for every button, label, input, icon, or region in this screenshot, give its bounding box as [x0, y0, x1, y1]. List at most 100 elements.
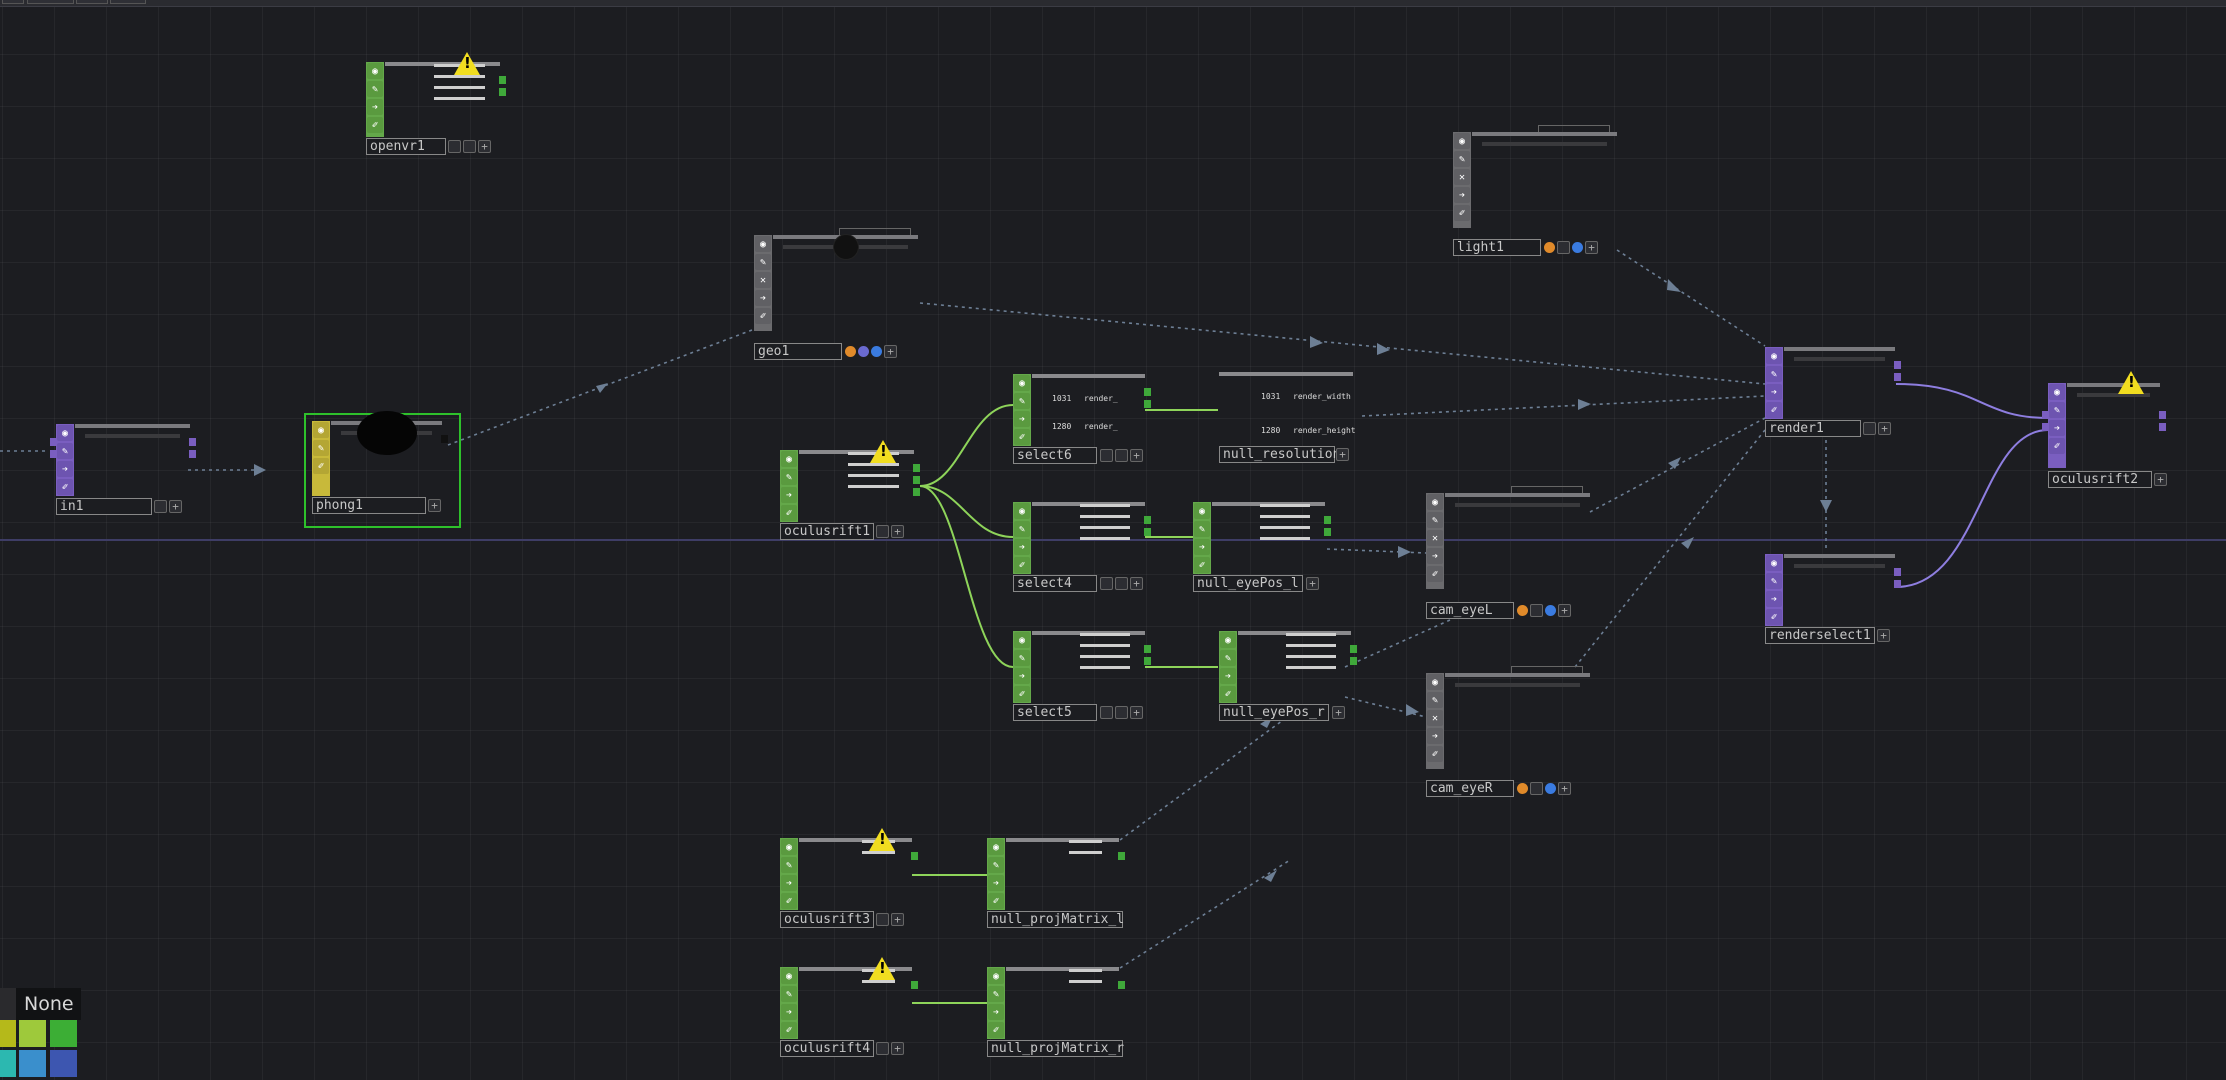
node-flags[interactable]: +	[154, 498, 182, 515]
pin-icon[interactable]: ✐	[1194, 557, 1210, 573]
arrow-icon[interactable]: ➔	[1454, 187, 1470, 203]
edit-icon[interactable]: ✎	[1220, 650, 1236, 666]
output-connectors[interactable]	[911, 852, 918, 860]
edit-icon[interactable]: ✎	[57, 443, 73, 459]
node-label[interactable]: cam_eyeL	[1426, 602, 1514, 619]
pin-icon[interactable]: ✐	[1014, 557, 1030, 573]
close-icon[interactable]: ✕	[1427, 530, 1443, 546]
arrow-icon[interactable]: ➔	[1427, 548, 1443, 564]
node-oculusrift2[interactable]: ◉ ✎ ➔ ✐ oculusrift2 + !	[2042, 371, 2167, 488]
viewer-toggle-icon[interactable]: ◉	[781, 968, 797, 984]
output-connectors[interactable]	[913, 464, 920, 496]
output-connectors[interactable]	[1350, 645, 1357, 665]
arrow-icon[interactable]: ➔	[755, 290, 771, 306]
output-connectors[interactable]	[2159, 411, 2166, 431]
arrow-icon[interactable]: ➔	[1014, 668, 1030, 684]
arrow-icon[interactable]: ➔	[57, 461, 73, 477]
close-icon[interactable]: ✕	[1427, 710, 1443, 726]
node-label[interactable]: select5	[1013, 704, 1097, 721]
arrow-icon[interactable]: ➔	[2049, 420, 2065, 436]
arrow-icon[interactable]: ➔	[781, 1004, 797, 1020]
viewer-toggle-icon[interactable]: ◉	[313, 422, 329, 438]
viewer-toggle-icon[interactable]: ◉	[988, 968, 1004, 984]
output-connectors[interactable]	[1144, 388, 1151, 408]
edit-icon[interactable]: ✎	[755, 254, 771, 270]
output-connectors[interactable]	[1118, 852, 1125, 860]
viewer-toggle-icon[interactable]: ◉	[1014, 632, 1030, 648]
node-cam_eyeL[interactable]: ◉ ✎ ✕ ➔ ✐ cam_eyeL +	[1426, 486, 1590, 619]
output-connectors[interactable]	[441, 435, 448, 443]
node-oculusrift3[interactable]: ◉ ✎ ➔ ✐ oculusrift3 + !	[780, 828, 918, 928]
edit-icon[interactable]: ✎	[781, 857, 797, 873]
tab-stub[interactable]	[76, 0, 108, 4]
edit-icon[interactable]: ✎	[1014, 393, 1030, 409]
input-connectors[interactable]	[2042, 411, 2049, 431]
warning-icon[interactable]	[870, 440, 896, 463]
pin-icon[interactable]: ✐	[781, 893, 797, 909]
node-null_resolution[interactable]: 1031 render_width 1280 render_height nul…	[1219, 372, 1356, 463]
tab-stub[interactable]	[27, 0, 74, 4]
pin-icon[interactable]: ✐	[1454, 205, 1470, 221]
node-null_projMatrix_l[interactable]: ◉ ✎ ➔ ✐ null_projMatrix_l	[987, 838, 1125, 928]
node-oculusrift4[interactable]: ◉ ✎ ➔ ✐ oculusrift4 + !	[780, 957, 918, 1057]
node-label[interactable]: light1	[1453, 239, 1541, 256]
close-icon[interactable]: ✕	[1454, 169, 1470, 185]
edit-icon[interactable]: ✎	[781, 469, 797, 485]
edit-icon[interactable]: ✎	[2049, 402, 2065, 418]
arrow-icon[interactable]: ➔	[988, 1004, 1004, 1020]
node-flags[interactable]: +	[448, 138, 491, 155]
node-flags[interactable]: +	[1332, 704, 1345, 721]
node-oculusrift1[interactable]: ◉ ✎ ➔ ✐ oculusrift1 + !	[780, 440, 920, 540]
input-connectors[interactable]	[50, 438, 57, 458]
output-connectors[interactable]	[1144, 516, 1151, 536]
output-connectors[interactable]	[1894, 361, 1901, 381]
edit-icon[interactable]: ✎	[313, 440, 329, 456]
viewer-toggle-icon[interactable]: ◉	[755, 236, 771, 252]
arrow-icon[interactable]: ➔	[1766, 591, 1782, 607]
color-palette[interactable]: None	[0, 988, 81, 1080]
viewer-toggle-icon[interactable]: ◉	[988, 839, 1004, 855]
node-label[interactable]: phong1	[312, 497, 426, 514]
node-flags[interactable]: +	[876, 523, 904, 540]
output-connectors[interactable]	[1118, 981, 1125, 989]
palette-swatch[interactable]	[50, 1020, 77, 1047]
node-label[interactable]: render1	[1765, 420, 1861, 437]
edit-icon[interactable]: ✎	[1014, 650, 1030, 666]
arrow-icon[interactable]: ➔	[1220, 668, 1236, 684]
output-connectors[interactable]	[1894, 568, 1901, 588]
node-select5[interactable]: ◉ ✎ ➔ ✐ select5 +	[1013, 631, 1151, 721]
node-null_eyePos_l[interactable]: ◉ ✎ ➔ ✐ null_eyePos_l +	[1193, 502, 1331, 592]
pin-icon[interactable]: ✐	[1220, 686, 1236, 702]
output-connectors[interactable]	[1324, 516, 1331, 536]
pin-icon[interactable]: ✐	[988, 1022, 1004, 1038]
warning-icon[interactable]	[869, 828, 895, 851]
viewer-toggle-icon[interactable]: ◉	[1454, 133, 1470, 149]
arrow-icon[interactable]: ➔	[1014, 411, 1030, 427]
edit-icon[interactable]: ✎	[1766, 366, 1782, 382]
node-flags[interactable]: +	[1544, 239, 1598, 256]
arrow-icon[interactable]: ➔	[1194, 539, 1210, 555]
node-phong1[interactable]: ◉ ✎ ✐ phong1 +	[312, 411, 448, 514]
viewer-toggle-icon[interactable]: ◉	[1014, 375, 1030, 391]
palette-swatch[interactable]	[0, 1050, 16, 1077]
node-renderselect1[interactable]: ◉ ✎ ➔ ✐ renderselect1 +	[1765, 554, 1901, 644]
node-flags[interactable]: +	[1306, 575, 1319, 592]
node-flags[interactable]: +	[1517, 602, 1571, 619]
arrow-icon[interactable]: ➔	[988, 875, 1004, 891]
node-flags[interactable]: +	[876, 911, 904, 928]
arrow-icon[interactable]: ➔	[781, 875, 797, 891]
pin-icon[interactable]: ✐	[781, 505, 797, 521]
node-select4[interactable]: ◉ ✎ ➔ ✐ select4 +	[1013, 502, 1151, 592]
node-flags[interactable]: +	[1877, 627, 1890, 644]
tab-stub[interactable]	[2, 0, 24, 4]
pin-icon[interactable]: ✐	[1766, 402, 1782, 418]
pin-icon[interactable]: ✐	[57, 479, 73, 495]
edit-icon[interactable]: ✎	[781, 986, 797, 1002]
node-light1[interactable]: ◉ ✎ ✕ ➔ ✐ light1 +	[1453, 125, 1617, 256]
pin-icon[interactable]: ✐	[1014, 686, 1030, 702]
output-connectors[interactable]	[499, 76, 506, 96]
node-geo1[interactable]: ◉ ✎ ✕ ➔ ✐ geo1 +	[754, 228, 918, 360]
node-flags[interactable]: +	[1336, 446, 1349, 463]
node-label[interactable]: null_eyePos_r	[1219, 704, 1329, 721]
edit-icon[interactable]: ✎	[1427, 512, 1443, 528]
